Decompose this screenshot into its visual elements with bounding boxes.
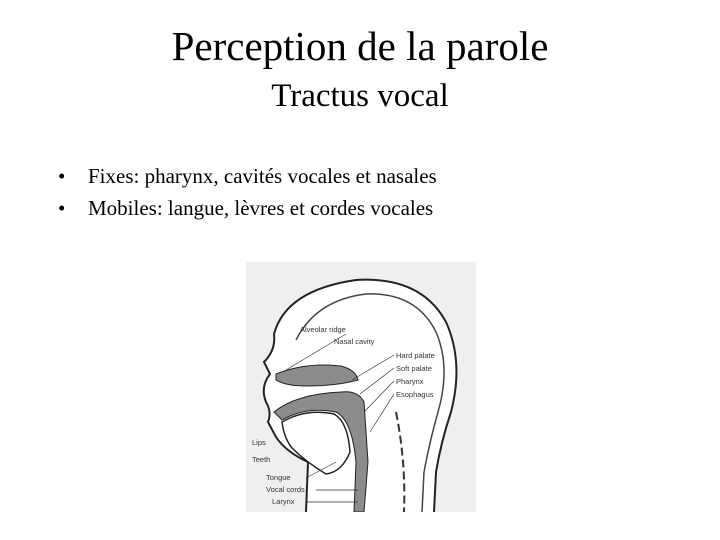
leader-line — [369, 393, 395, 433]
bullet-item: • Mobiles: langue, lèvres et cordes voca… — [58, 192, 437, 224]
spine-shape — [395, 411, 406, 512]
bullet-text: Mobiles: langue, lèvres et cordes vocale… — [88, 196, 434, 220]
vocal-tract-shape — [273, 391, 369, 512]
leader-line — [305, 461, 337, 479]
label-soft-palate: Soft palate — [396, 364, 432, 373]
label-larynx: Larynx — [272, 497, 295, 506]
leader-line — [359, 367, 395, 395]
label-alveolar-ridge: Alveolar ridge — [300, 325, 346, 334]
vocal-tract-diagram: Alveolar ridge Nasal cavity Hard palate … — [246, 262, 476, 512]
slide-title: Perception de la parole — [171, 23, 549, 69]
leader-line — [363, 380, 395, 413]
label-tongue: Tongue — [266, 473, 291, 482]
leader-line — [285, 333, 347, 371]
bullet-list: • Fixes: pharynx, cavités vocales et nas… — [58, 160, 437, 224]
bullet-item: • Fixes: pharynx, cavités vocales et nas… — [58, 160, 437, 192]
vocal-tract-figure: Alveolar ridge Nasal cavity Hard palate … — [246, 262, 476, 512]
skull-line — [295, 293, 445, 512]
slide-subtitle: Tractus vocal — [271, 78, 449, 114]
label-teeth: Teeth — [252, 455, 270, 464]
label-lips: Lips — [252, 438, 266, 447]
label-pharynx: Pharynx — [396, 377, 424, 386]
label-hard-palate: Hard palate — [396, 351, 435, 360]
label-esophagus: Esophagus — [396, 390, 434, 399]
bullet-icon: • — [58, 164, 66, 188]
bullet-icon: • — [58, 196, 66, 220]
tongue-shape — [281, 411, 351, 475]
label-nasal-cavity: Nasal cavity — [334, 337, 375, 346]
bullet-text: Fixes: pharynx, cavités vocales et nasal… — [88, 164, 437, 188]
label-vocal-cords: Vocal cords — [266, 485, 305, 494]
nasal-cavity-shape — [275, 364, 359, 387]
leader-line — [351, 354, 395, 381]
